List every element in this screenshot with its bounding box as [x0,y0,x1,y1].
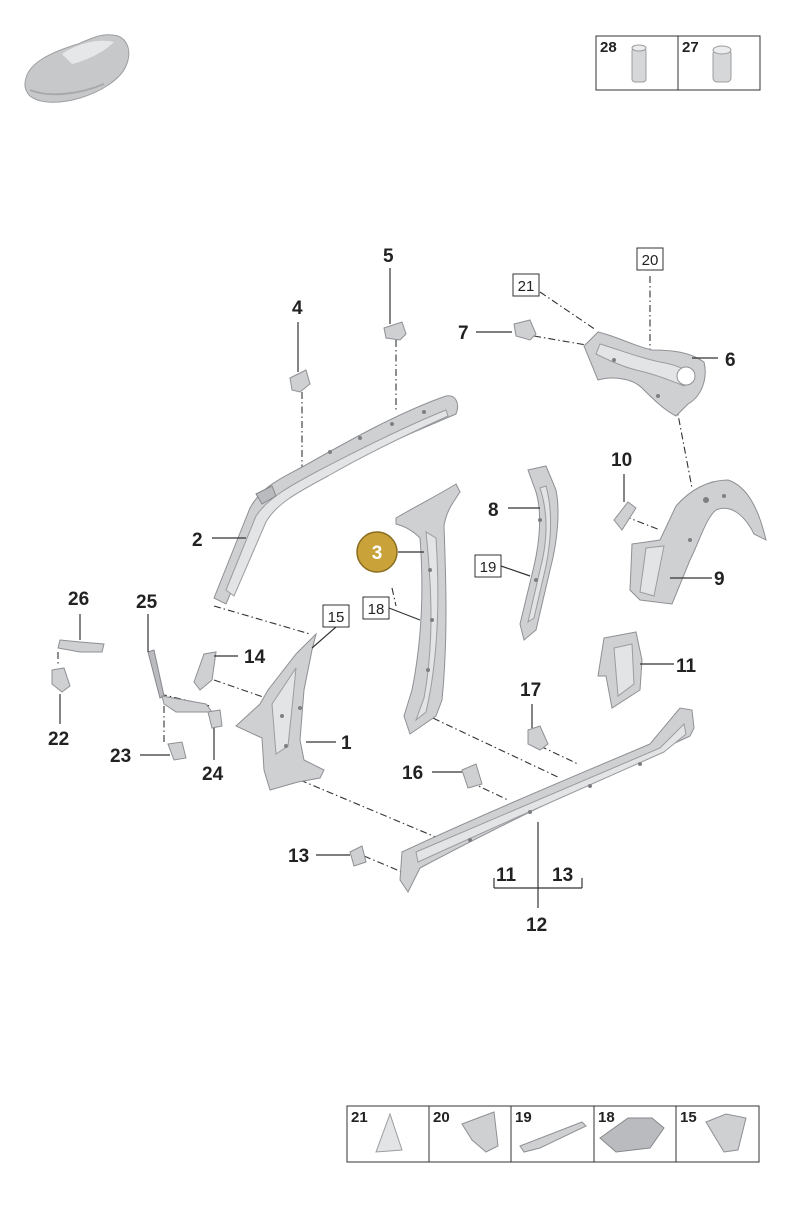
part-24-clip [207,709,223,729]
callout-24: 24 [202,764,224,785]
callout-22: 22 [48,729,69,750]
svg-text:19: 19 [480,559,497,576]
assembly-lines [57,276,693,873]
legend-number-21: 21 [351,1109,368,1126]
callout-16: 16 [402,763,423,784]
part-1-hinge-pillar [235,632,325,791]
svg-text:18: 18 [368,601,385,618]
legend-part-21-icon [375,1112,403,1153]
part-7-bracket [513,319,537,341]
callout-11-sill: 11 [496,865,517,886]
legend-part-20-icon [461,1111,499,1153]
callout-23: 23 [110,746,131,767]
callout-13-sill: 13 [552,865,573,886]
part-2-roof-rail [213,395,459,605]
legend-number-19: 19 [515,1109,532,1126]
part-10-strip [613,501,637,531]
part-14-bracket [193,651,217,691]
svg-text:21: 21 [518,278,535,295]
part-23-clip [167,741,187,761]
callout-17: 17 [520,680,541,701]
part-3-b-pillar [395,483,461,735]
callout-26: 26 [68,589,89,610]
highlight-label[interactable]: 3 [372,543,383,564]
ref-box-20: 20 [636,247,664,271]
legend-number-18: 18 [598,1109,615,1126]
callout-2: 2 [192,530,203,551]
callout-4: 4 [292,298,303,319]
top-legend: 28 27 [595,35,761,91]
ref-box-19: 19 [474,554,502,578]
part-22-clip [51,667,71,693]
ref-box-15: 15 [322,604,350,628]
part-13-bracket [349,845,367,867]
cylinder-plug-icon [631,44,647,83]
ref-box-21: 21 [512,273,540,297]
part-4-bracket [289,369,311,393]
part-11-lower-panel [597,631,643,709]
leader-lines [59,268,718,908]
ref-box-18: 18 [362,596,390,620]
svg-text:15: 15 [328,609,345,626]
part-6-rear-bracket [583,331,706,417]
part-16-bracket [461,763,483,789]
callout-8: 8 [488,500,499,521]
part-26-bracket [57,639,105,653]
car-silhouette-icon [24,34,130,103]
callout-14: 14 [244,647,266,668]
part-12-side-sill [399,707,695,893]
callout-1: 1 [341,733,352,754]
part-5-bracket [383,321,407,341]
legend-part-19-icon [519,1121,587,1153]
callout-7: 7 [458,323,469,344]
callout-9: 9 [714,569,725,590]
callout-10: 10 [611,450,632,471]
bottom-legend: 21 20 19 18 15 [346,1105,760,1163]
part-8-inner-pillar [519,465,559,641]
legend-part-15-icon [705,1113,747,1153]
callout-11: 11 [676,656,697,677]
legend-number-20: 20 [433,1109,450,1126]
legend-number-15: 15 [680,1109,697,1126]
part-24-bracket [161,695,213,713]
callout-25: 25 [136,592,158,613]
callout-6: 6 [725,350,736,371]
highlight-callout-3[interactable]: 3 [356,531,398,573]
legend-number-27: 27 [682,39,699,56]
part-9-wheel-arch [629,479,767,605]
callout-5: 5 [383,246,394,267]
callout-12: 12 [526,915,547,936]
callout-13: 13 [288,846,309,867]
round-plug-icon [712,45,732,83]
legend-part-18-icon [599,1117,665,1153]
part-17-bracket [527,725,549,751]
part-25-rod [147,649,165,699]
svg-text:20: 20 [642,252,659,269]
legend-number-28: 28 [600,39,617,56]
